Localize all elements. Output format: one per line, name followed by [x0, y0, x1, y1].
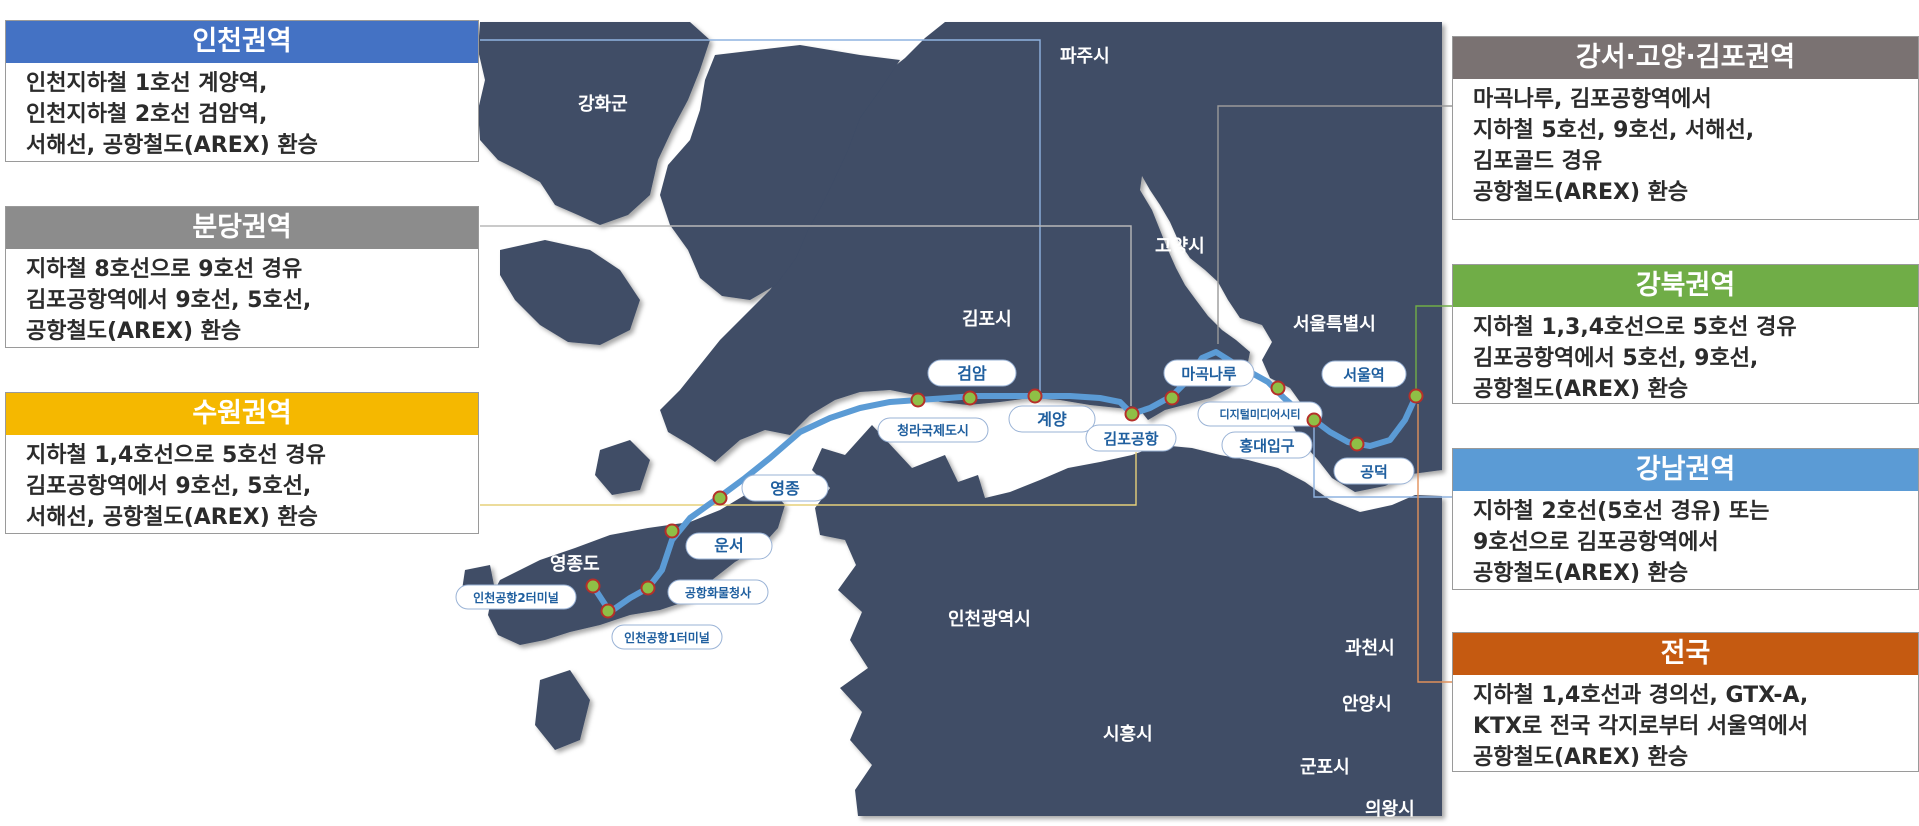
station-markers: [585, 380, 1424, 619]
station-marker: [1306, 412, 1322, 428]
place-label: 시흥시: [1103, 723, 1153, 745]
station-label: 김포공항: [1103, 430, 1158, 448]
region-panel-nationwide: 전국 지하철 1,4호선과 경의선, GTX-A, KTX로 전국 각지로부터 …: [1452, 632, 1919, 772]
region-title: 전국: [1453, 633, 1918, 675]
place-label: 인천광역시: [948, 609, 1031, 630]
station-label: 서울역: [1343, 366, 1384, 384]
land-mass: [462, 22, 1442, 816]
region-panel-gangbuk: 강북권역 지하철 1,3,4호선으로 5호선 경유 김포공항역에서 5호선, 9…: [1452, 264, 1919, 404]
station-marker: [1270, 380, 1286, 396]
region-text-line: 김포골드 경유: [1473, 149, 1603, 174]
region-text-line: 김포공항역에서 9호선, 5호선,: [26, 474, 312, 499]
region-text-line: 서해선, 공항철도(AREX) 환승: [26, 133, 318, 158]
station-label: 인천공항2터미널: [473, 590, 559, 605]
place-label: 파주시: [1060, 46, 1110, 67]
place-label: 의왕시: [1365, 799, 1415, 820]
region-title: 인천권역: [6, 21, 478, 63]
station-label: 검암: [957, 364, 987, 383]
station-marker: [910, 392, 926, 408]
station-marker: [712, 490, 728, 506]
region-text-line: KTX로 전국 각지로부터 서울역에서: [1473, 714, 1809, 739]
region-title: 강북권역: [1453, 265, 1918, 307]
region-title: 분당권역: [6, 207, 478, 249]
station-marker: [962, 390, 978, 406]
station-marker: [1164, 390, 1180, 406]
place-label: 안양시: [1342, 694, 1392, 715]
region-panel-incheon: 인천권역 인천지하철 1호선 계양역, 인천지하철 2호선 검암역, 서해선, …: [5, 20, 479, 162]
connector-lines: [480, 39, 1452, 683]
region-text-line: 지하철 1,4호선으로 5호선 경유: [26, 443, 326, 468]
station-label: 공항화물청사: [685, 585, 751, 600]
region-title: 강서·고양·김포권역: [1453, 37, 1918, 79]
region-text-line: 마곡나루, 김포공항역에서: [1473, 87, 1712, 112]
region-text-line: 공항철도(AREX) 환승: [1473, 745, 1689, 770]
region-text-line: 공항철도(AREX) 환승: [1473, 180, 1689, 205]
station-label: 공덕: [1360, 463, 1388, 481]
region-text-line: 서해선, 공항철도(AREX) 환승: [26, 505, 318, 530]
region-text-line: 지하철 1,4호선과 경의선, GTX-A,: [1473, 683, 1809, 708]
region-text-line: 9호선으로 김포공항역에서: [1473, 530, 1719, 555]
station-marker: [600, 603, 616, 619]
region-title: 강남권역: [1453, 449, 1918, 491]
region-text-line: 지하철 5호선, 9호선, 서해선,: [1473, 118, 1755, 143]
station-label: 영종: [770, 479, 800, 498]
station-label: 디지털미디어시티: [1220, 407, 1301, 421]
region-text-line: 인천지하철 2호선 검암역,: [26, 102, 268, 127]
station-label: 마곡나루: [1181, 365, 1236, 383]
station-labels: 인천공항2터미널 인천공항1터미널 공항화물청사 운서 영종 청라국제도시 검암…: [455, 359, 1415, 650]
place-label: 김포시: [962, 309, 1012, 330]
place-label: 영종도: [550, 554, 600, 575]
region-text-line: 인천지하철 1호선 계양역,: [26, 71, 268, 96]
station-label: 청라국제도시: [897, 423, 969, 439]
region-text-line: 지하철 1,3,4호선으로 5호선 경유: [1473, 315, 1797, 340]
place-label: 과천시: [1345, 638, 1395, 659]
region-text-line: 지하철 8호선으로 9호선 경유: [26, 257, 303, 282]
station-label: 인천공항1터미널: [624, 630, 710, 645]
region-text-line: 공항철도(AREX) 환승: [1473, 561, 1689, 586]
station-marker: [1124, 406, 1140, 422]
region-panel-gangseo: 강서·고양·김포권역 마곡나루, 김포공항역에서 지하철 5호선, 9호선, 서…: [1452, 36, 1919, 220]
place-label: 고양시: [1155, 236, 1205, 257]
region-panel-bundang: 분당권역 지하철 8호선으로 9호선 경유 김포공항역에서 9호선, 5호선, …: [5, 206, 479, 348]
station-marker: [1349, 436, 1365, 452]
station-label: 홍대입구: [1239, 437, 1294, 455]
station-marker: [640, 580, 656, 596]
station-label: 계양: [1037, 410, 1067, 429]
station-marker: [1408, 388, 1424, 404]
place-label: 서울특별시: [1293, 314, 1376, 335]
station-marker: [1027, 388, 1043, 404]
place-label: 강화군: [578, 94, 628, 115]
region-text-line: 김포공항역에서 5호선, 9호선,: [1473, 346, 1759, 371]
region-text-line: 공항철도(AREX) 환승: [1473, 377, 1689, 402]
station-marker: [664, 523, 680, 539]
place-label: 군포시: [1300, 757, 1350, 778]
region-panel-gangnam: 강남권역 지하철 2호선(5호선 경유) 또는 9호선으로 김포공항역에서 공항…: [1452, 448, 1919, 590]
station-label: 운서: [714, 536, 743, 555]
region-text-line: 공항철도(AREX) 환승: [26, 319, 242, 344]
station-marker: [585, 578, 601, 594]
region-text-line: 지하철 2호선(5호선 경유) 또는: [1473, 499, 1770, 524]
region-title: 수원권역: [6, 393, 478, 435]
region-panel-suwon: 수원권역 지하철 1,4호선으로 5호선 경유 김포공항역에서 9호선, 5호선…: [5, 392, 479, 534]
region-text-line: 김포공항역에서 9호선, 5호선,: [26, 288, 312, 313]
place-labels: 파주시 강화군 고양시 김포시 서울특별시 영종도 인천광역시 시흥시 과천시 …: [550, 46, 1415, 820]
